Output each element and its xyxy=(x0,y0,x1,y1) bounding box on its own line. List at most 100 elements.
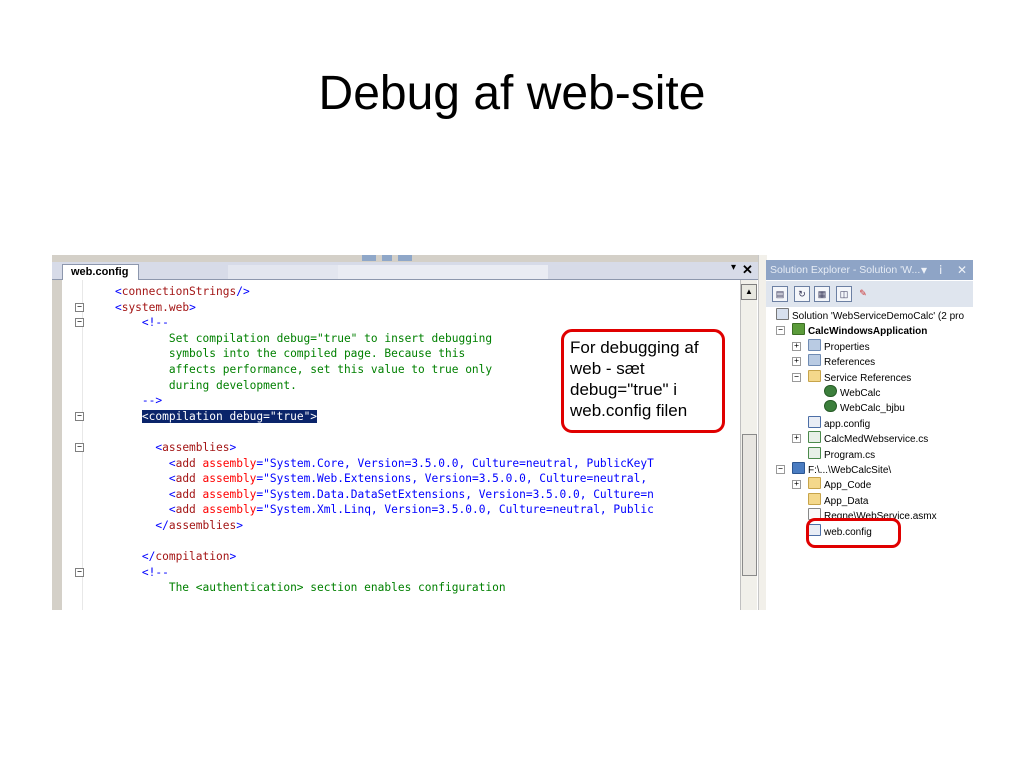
code-line[interactable]: <add assembly="System.Core, Version=3.5.… xyxy=(88,456,654,472)
collapse-icon[interactable]: − xyxy=(792,372,801,382)
site-icon xyxy=(792,462,805,474)
code-line[interactable]: <add assembly="System.Web.Extensions, Ve… xyxy=(88,471,654,487)
collapse-icon[interactable]: − xyxy=(75,567,84,577)
tree-node[interactable]: CalcWindowsApplication xyxy=(792,323,927,337)
code-token: < xyxy=(141,409,149,423)
sol-icon xyxy=(776,308,789,320)
folder-icon xyxy=(808,369,821,382)
solution-explorer[interactable]: Solution Explorer - Solution 'W... ▾ ⅰ ✕… xyxy=(766,260,973,610)
code-line[interactable]: Set compilation debug="true" to insert d… xyxy=(88,331,654,347)
code-token: > xyxy=(189,300,196,314)
code-token: ="System.Data.DataSetExtensions, Version… xyxy=(256,487,654,501)
code-line-selected[interactable]: <compilation debug="true"> xyxy=(88,409,654,425)
code-line[interactable]: <!-- xyxy=(88,565,654,581)
dropdown-icon[interactable]: ▾ xyxy=(921,263,928,277)
collapse-icon[interactable]: − xyxy=(776,326,785,336)
tree-node[interactable]: Properties xyxy=(808,338,870,353)
code-line[interactable]: during development. xyxy=(88,378,654,394)
view-designer-icon[interactable]: ✎ xyxy=(859,288,867,298)
tree-node-label: Regne\WebService.asmx xyxy=(824,511,937,523)
tree-node[interactable]: App_Code xyxy=(808,477,871,491)
code-line[interactable]: <connectionStrings/> xyxy=(88,284,654,300)
code-token: assembly xyxy=(195,487,257,501)
scroll-up-icon[interactable]: ▲ xyxy=(741,284,757,300)
code-token: < xyxy=(168,456,176,470)
expand-icon[interactable]: + xyxy=(792,341,801,351)
tree-node[interactable]: App_Data xyxy=(808,492,868,507)
tree-node[interactable]: Solution 'WebServiceDemoCalc' (2 pro xyxy=(776,308,964,322)
solution-explorer-title: Solution Explorer - Solution 'W... xyxy=(770,264,921,276)
code-token: < xyxy=(155,440,163,454)
tree-node-label: References xyxy=(824,357,876,369)
view-code-icon[interactable]: ◫ xyxy=(836,286,852,302)
properties-icon[interactable]: ▤ xyxy=(772,286,788,302)
code-line[interactable]: symbols into the compiled page. Because … xyxy=(88,346,654,362)
code-line[interactable]: affects performance, set this value to t… xyxy=(88,362,654,378)
tree-node[interactable]: Program.cs xyxy=(808,446,875,461)
code-token: < xyxy=(168,503,176,517)
code-token: > xyxy=(229,550,237,564)
collapse-icon[interactable]: − xyxy=(75,318,84,328)
tree-node[interactable]: F:\...\WebCalcSite\ xyxy=(792,462,891,476)
tree-node[interactable]: app.config xyxy=(808,415,871,430)
code-token: assembly xyxy=(195,472,257,486)
code-token: </ xyxy=(155,518,169,532)
code-line[interactable]: <!-- xyxy=(88,315,654,331)
tree-node[interactable]: CalcMedWebservice.cs xyxy=(808,431,928,445)
expand-icon[interactable]: + xyxy=(792,434,801,444)
close-icon[interactable]: ✕ xyxy=(957,263,968,277)
code-line[interactable]: </assemblies> xyxy=(88,518,654,534)
callout-line: For debugging af xyxy=(570,338,699,357)
code-line[interactable] xyxy=(88,534,654,550)
code-line[interactable]: The <authentication> section enables con… xyxy=(88,580,654,596)
code-token: add xyxy=(175,456,196,470)
code-token: ="true"> xyxy=(263,409,318,423)
collapse-icon[interactable]: − xyxy=(75,443,84,452)
code-token: assemblies xyxy=(162,440,230,454)
tree-node[interactable]: WebCalc_bjbu xyxy=(824,400,905,414)
refresh-icon[interactable]: ↻ xyxy=(794,286,810,302)
svc-icon xyxy=(824,385,837,397)
tree-node-label: CalcWindowsApplication xyxy=(808,326,928,338)
code-token: ="System.Core, Version=3.5.0.0, Culture=… xyxy=(256,456,654,470)
collapse-icon[interactable]: − xyxy=(75,302,84,312)
show-all-files-icon[interactable]: ▦ xyxy=(814,286,830,302)
collapse-icon[interactable]: − xyxy=(776,465,785,474)
code-token: compilation xyxy=(148,409,223,423)
tree-node-label: WebCalc_bjbu xyxy=(840,403,905,415)
code-line[interactable]: <assemblies> xyxy=(88,440,654,456)
collapse-icon[interactable]: − xyxy=(75,411,84,421)
highlight-oval xyxy=(806,518,901,548)
code-line[interactable]: --> xyxy=(88,393,654,409)
code-line[interactable]: <add assembly="System.Xml.Linq, Version=… xyxy=(88,502,654,518)
code-token: --> xyxy=(141,394,163,408)
code-text[interactable]: <connectionStrings/> <system.web> <!-- S… xyxy=(88,284,654,596)
close-tab-icon[interactable]: ✕ xyxy=(742,262,753,277)
vertical-scrollbar[interactable]: ▲ xyxy=(740,280,757,610)
code-line[interactable]: <add assembly="System.Data.DataSetExtens… xyxy=(88,487,654,503)
scroll-thumb[interactable] xyxy=(742,434,757,576)
code-token: <!-- xyxy=(141,316,169,330)
toolbar-fragment xyxy=(382,255,392,261)
window-position-icon[interactable]: ▾ xyxy=(731,262,737,273)
slide-title: Debug af web-site xyxy=(318,67,706,120)
tree-node[interactable]: WebCalc xyxy=(824,385,880,399)
code-token: assembly xyxy=(195,456,257,470)
pin-icon[interactable]: ⅰ xyxy=(939,263,943,277)
tree-node[interactable]: References xyxy=(808,354,875,368)
callout-line: web - sæt xyxy=(570,359,645,378)
code-token: assembly xyxy=(195,503,257,517)
tree-node[interactable]: Service References xyxy=(808,369,911,384)
tree-node-label: app.config xyxy=(824,418,871,430)
expand-icon[interactable]: + xyxy=(792,480,801,490)
code-line[interactable]: <system.web> xyxy=(88,300,654,316)
pane-splitter[interactable] xyxy=(758,255,767,610)
code-line[interactable]: </compilation> xyxy=(88,549,654,565)
folder-icon xyxy=(808,492,821,505)
code-token: < xyxy=(168,487,176,501)
expand-icon[interactable]: + xyxy=(792,357,801,367)
tab-web-config[interactable]: web.config xyxy=(62,264,140,280)
code-token: compilation xyxy=(155,550,230,564)
code-token: connectionStrings xyxy=(121,285,237,298)
code-token: Set compilation debug="true" to insert d… xyxy=(168,331,493,345)
